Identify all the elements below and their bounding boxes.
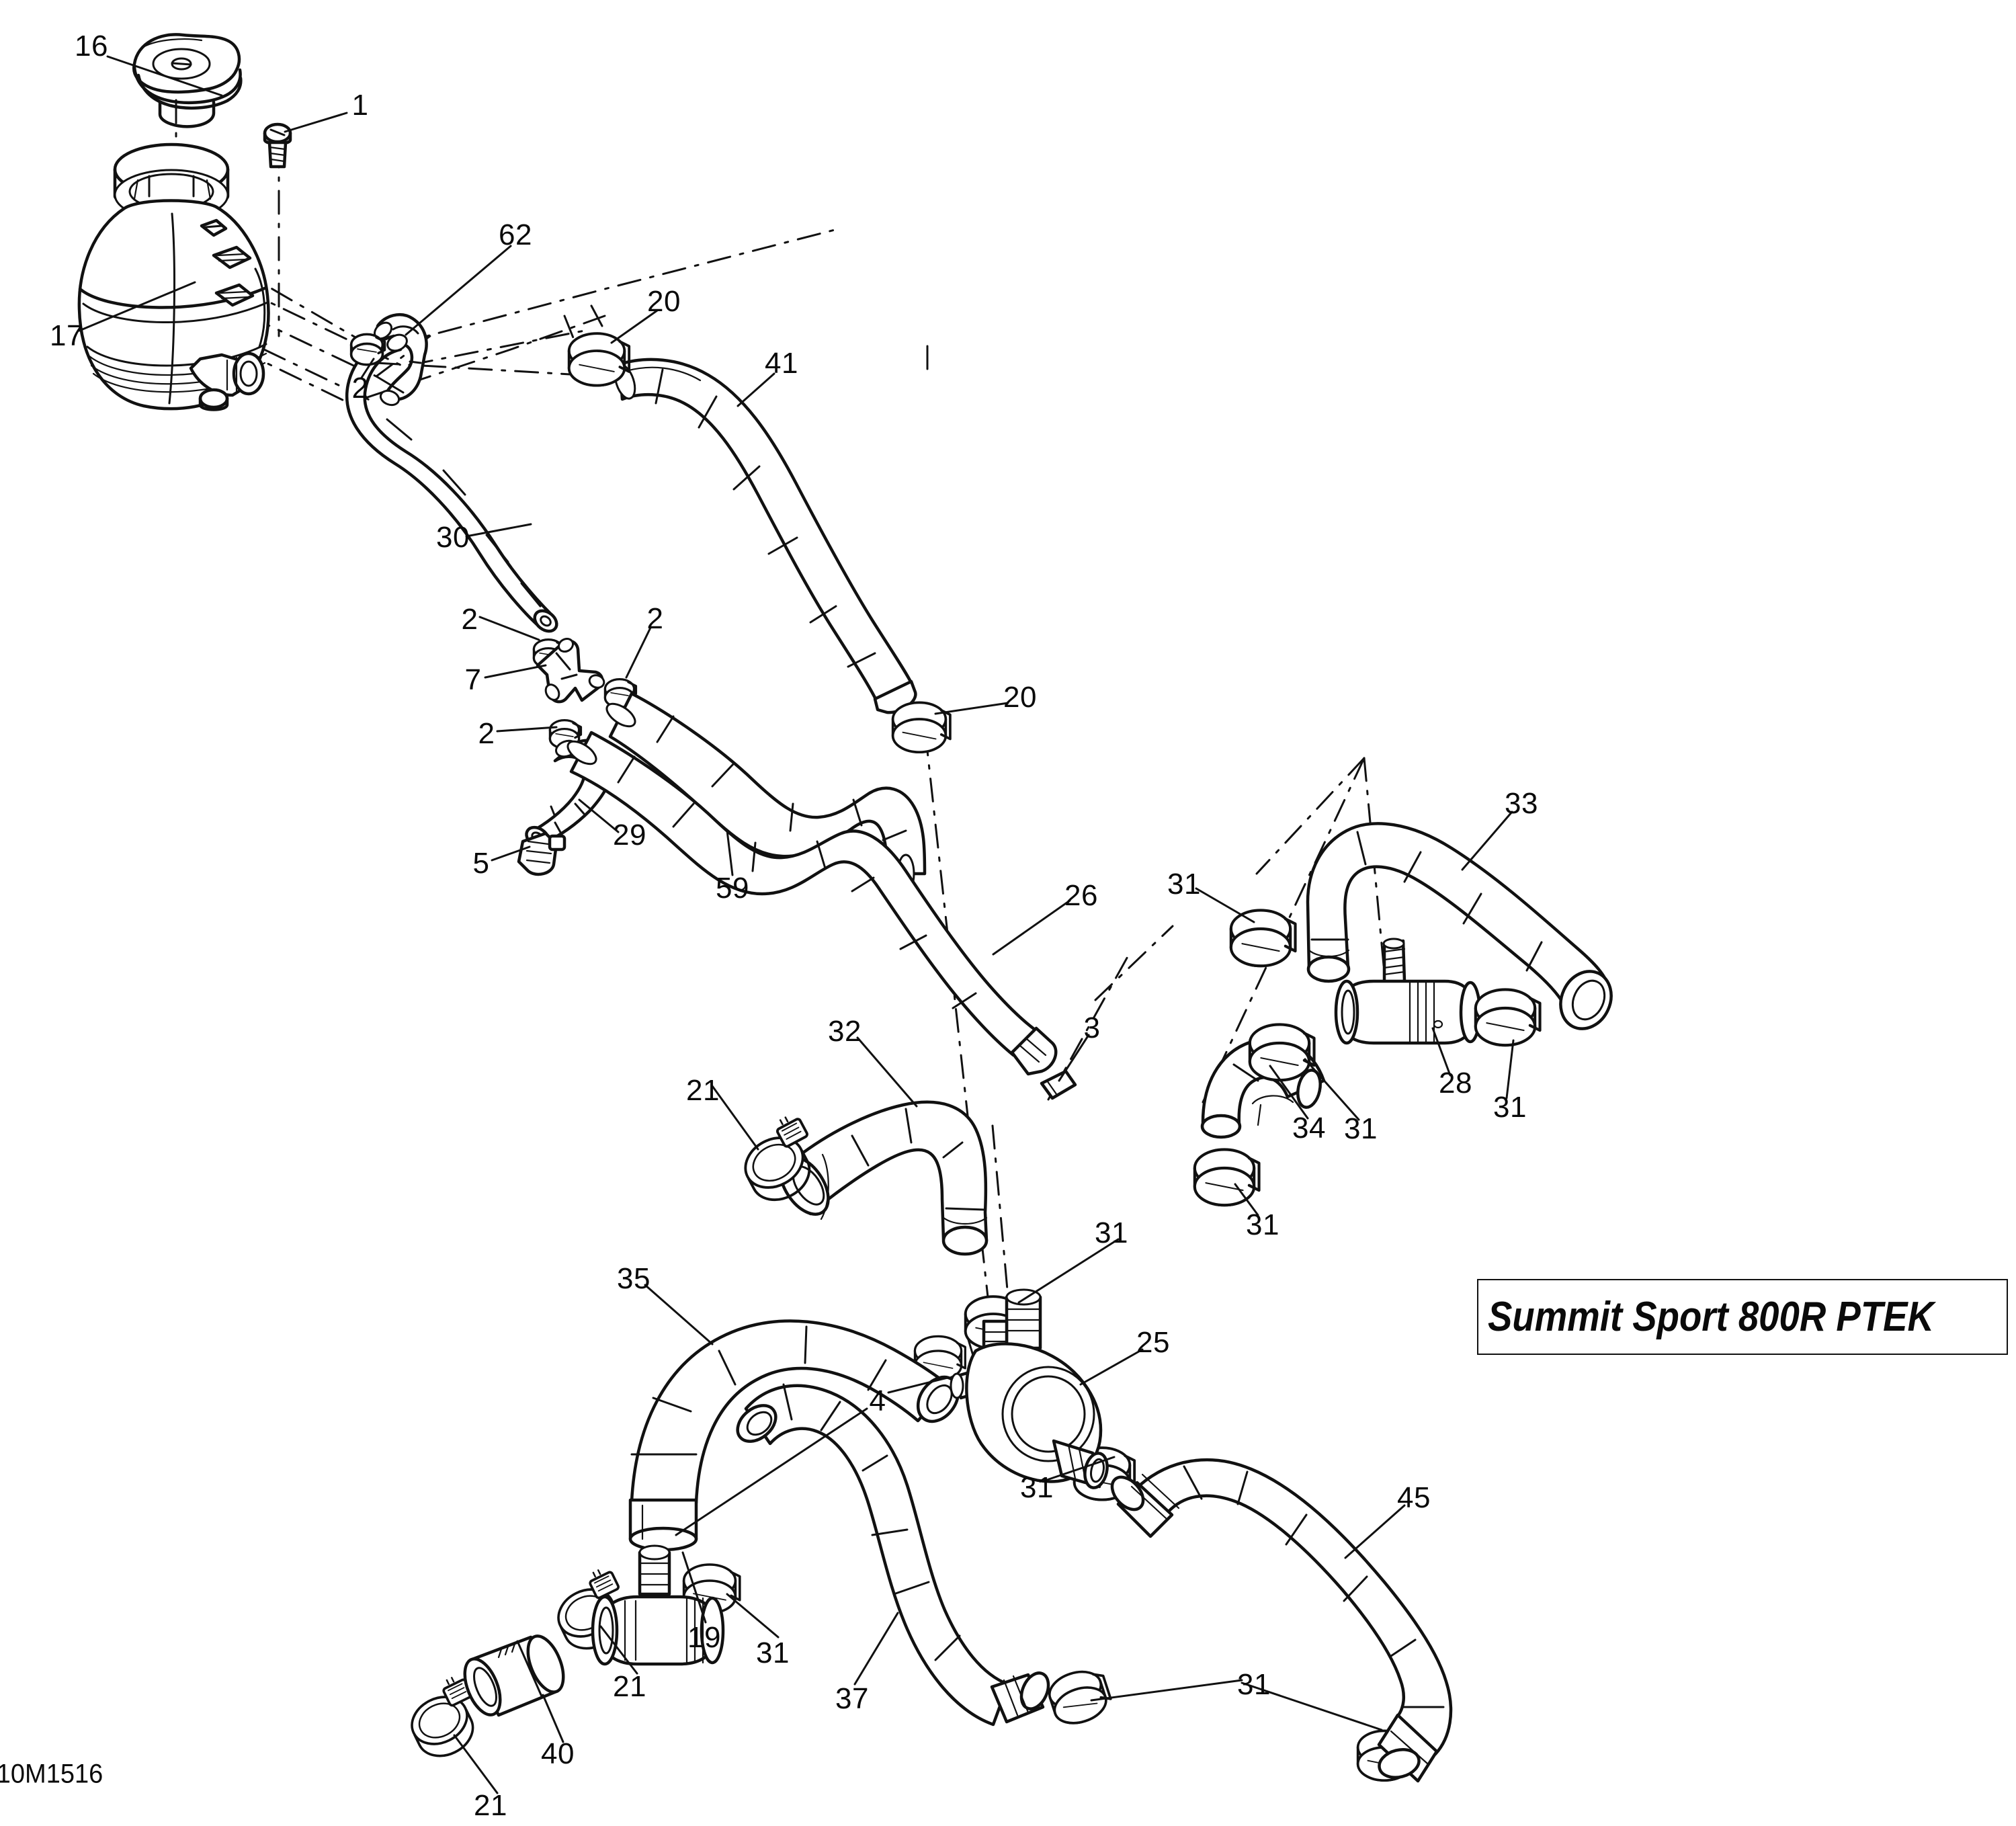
- callout-1: 1: [351, 89, 369, 122]
- part-7-tee-fitting: [536, 637, 605, 704]
- callout-32: 32: [828, 1015, 862, 1048]
- part-3-plug: [1040, 1069, 1077, 1100]
- callout-16: 16: [75, 30, 108, 63]
- callout-21-a: 21: [686, 1074, 720, 1107]
- part-16-pressure-cap: [132, 33, 243, 128]
- part-45-hose: [1110, 1458, 1453, 1783]
- callout-2-a: 2: [351, 372, 369, 405]
- part-19-tee-fitting: [591, 1544, 725, 1666]
- callout-31-b: 31: [1344, 1112, 1378, 1145]
- callout-19: 19: [687, 1621, 721, 1654]
- callout-62: 62: [499, 218, 532, 251]
- part-28-tee-connector: [1334, 938, 1482, 1045]
- callout-20-a: 20: [647, 285, 681, 318]
- model-title-text: Summit Sport 800R PTEK: [1488, 1293, 1934, 1340]
- callout-31-c: 31: [1493, 1091, 1527, 1124]
- part-5-bleed-screw: [517, 831, 566, 876]
- part-41-radiator-hose: [614, 358, 917, 714]
- part-35-hose: [628, 1319, 960, 1552]
- callout-30: 30: [436, 521, 470, 554]
- callout-35: 35: [617, 1262, 650, 1295]
- callout-17: 17: [50, 319, 83, 352]
- part-1-screw: [263, 122, 292, 169]
- callout-31-e: 31: [1095, 1216, 1128, 1249]
- sheet-code: 10M1516: [0, 1759, 103, 1789]
- callout-2-c: 2: [646, 602, 664, 635]
- callout-7: 7: [464, 663, 482, 696]
- callout-31-a: 31: [1167, 868, 1201, 901]
- part-26-hose: [566, 731, 1058, 1076]
- part-40-sleeve: [463, 1634, 565, 1717]
- part-17-coolant-reservoir: [77, 142, 270, 411]
- callout-31-d: 31: [1246, 1208, 1279, 1241]
- callout-40: 40: [541, 1737, 575, 1770]
- callout-33: 33: [1505, 787, 1538, 820]
- callout-26: 26: [1064, 879, 1098, 912]
- callout-5: 5: [472, 847, 490, 880]
- callout-2-d: 2: [478, 717, 495, 750]
- model-title-box: Summit Sport 800R PTEK: [1477, 1279, 2008, 1355]
- callout-25: 25: [1136, 1326, 1170, 1359]
- callout-4: 4: [869, 1384, 886, 1417]
- callout-41: 41: [765, 347, 798, 380]
- part-25-water-pump-fitting: [950, 1288, 1109, 1489]
- callout-45: 45: [1397, 1481, 1431, 1514]
- callout-37: 37: [835, 1682, 869, 1715]
- callout-20-b: 20: [1003, 681, 1037, 714]
- callout-31-h: 31: [1237, 1668, 1271, 1701]
- callout-21-c: 21: [474, 1789, 507, 1822]
- callout-2-b: 2: [461, 603, 478, 636]
- callout-21-b: 21: [613, 1670, 646, 1703]
- callout-3: 3: [1083, 1011, 1101, 1044]
- callout-28: 28: [1439, 1067, 1472, 1099]
- callout-31-f: 31: [1020, 1471, 1054, 1504]
- part-30-overflow-hose: [345, 333, 558, 633]
- callout-34: 34: [1292, 1112, 1326, 1145]
- callout-31-g: 31: [756, 1636, 790, 1669]
- part-37-hose: [736, 1383, 1050, 1727]
- leader-lines: [78, 55, 1515, 1794]
- callout-29: 29: [613, 819, 646, 852]
- callout-59: 59: [716, 872, 749, 905]
- part-33-hose: [1306, 822, 1613, 1030]
